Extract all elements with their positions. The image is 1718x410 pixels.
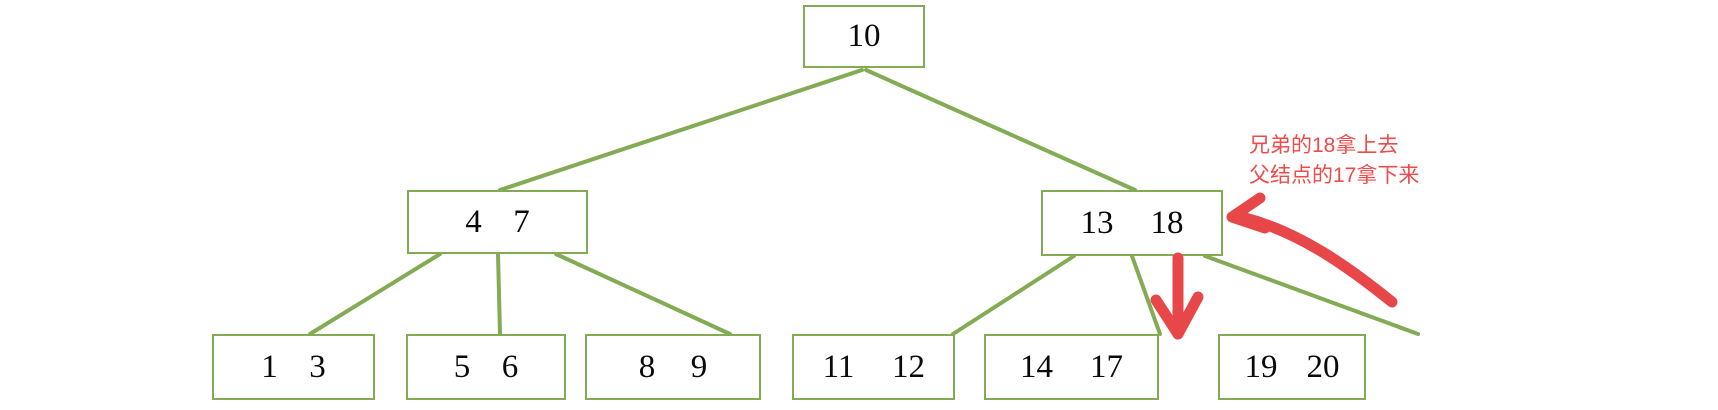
- tree-leaf-11-12[interactable]: 11 12: [792, 334, 955, 400]
- edge-13-18-to-19-20: [1203, 254, 1420, 336]
- key-cell: 7: [513, 203, 530, 240]
- annotation-line-2: 父结点的17拿下来: [1249, 164, 1420, 188]
- key-cell: 8: [638, 348, 656, 385]
- annotation-line-1: 兄弟的18拿上去: [1249, 134, 1399, 157]
- tree-node-root[interactable]: 10: [803, 5, 925, 68]
- key-cell: 17: [1090, 348, 1123, 385]
- edge-13-18-to-14-17: [1130, 254, 1162, 336]
- annotation-text: 兄弟的18拿上去 父结点的17拿下来: [1249, 131, 1419, 192]
- tree-leaf-5-6[interactable]: 5 6: [406, 334, 566, 400]
- node-keys: 1 3: [246, 348, 342, 385]
- key-cell: 14: [1020, 348, 1053, 385]
- edge-4-7-to-5-6: [496, 252, 502, 336]
- key-cell: 19: [1244, 348, 1278, 385]
- node-keys: 10: [848, 20, 881, 53]
- key-cell: 18: [1150, 204, 1184, 241]
- key-cell: 10: [847, 18, 881, 54]
- tree-node-4-7[interactable]: 4 7: [407, 190, 588, 254]
- red-curved-arrow-to-parent: [1239, 212, 1398, 308]
- edge-root-to-13-18: [864, 68, 1137, 192]
- edge-4-7-to-1-3: [308, 252, 442, 336]
- node-keys: 8 9: [621, 348, 725, 385]
- key-cell: 4: [465, 203, 482, 240]
- edge-root-to-4-7: [498, 68, 864, 192]
- tree-node-13-18[interactable]: 13 18: [1041, 190, 1223, 256]
- key-cell: 11: [822, 348, 855, 385]
- key-cell: 5: [453, 348, 471, 385]
- node-keys: 11 12: [804, 348, 944, 385]
- key-cell: 1: [261, 348, 278, 385]
- node-keys: 4 7: [450, 203, 546, 240]
- edge-13-18-to-11-12: [951, 254, 1076, 336]
- edge-4-7-to-8-9: [554, 252, 732, 336]
- node-keys: 14 17: [1002, 348, 1142, 385]
- key-cell: 13: [1080, 204, 1114, 241]
- tree-leaf-8-9[interactable]: 8 9: [585, 334, 761, 400]
- node-keys: 5 6: [438, 348, 534, 385]
- red-down-arrow-head: [1150, 291, 1204, 340]
- node-keys: 13 18: [1062, 204, 1202, 241]
- tree-leaf-1-3[interactable]: 1 3: [212, 334, 375, 400]
- key-cell: 6: [501, 348, 519, 385]
- key-cell: 12: [892, 348, 925, 385]
- key-cell: 9: [690, 348, 708, 385]
- tree-leaf-14-17[interactable]: 14 17: [984, 334, 1159, 400]
- red-curved-arrow-head: [1226, 192, 1271, 234]
- tree-leaf-19-20[interactable]: 19 20: [1218, 334, 1366, 400]
- key-cell: 3: [309, 348, 326, 385]
- key-cell: 20: [1306, 348, 1340, 385]
- node-keys: 19 20: [1230, 348, 1354, 385]
